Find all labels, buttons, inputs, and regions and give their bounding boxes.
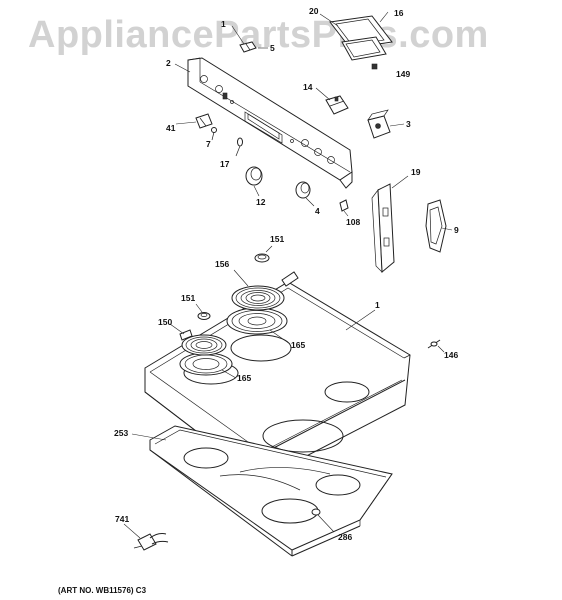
callout-1-top: 1	[221, 19, 226, 29]
callout-146: 146	[444, 350, 459, 360]
callout-16: 16	[394, 8, 404, 18]
callout-7: 7	[206, 139, 211, 149]
side-bracket-9	[425, 199, 453, 253]
callout-5: 5	[270, 43, 275, 53]
callout-741: 741	[115, 514, 130, 524]
callout-9: 9	[454, 225, 459, 235]
clip-part-41	[175, 113, 213, 129]
callout-156: 156	[215, 259, 230, 269]
callout-253: 253	[114, 428, 129, 438]
callout-20: 20	[309, 6, 319, 16]
surface-element-small	[169, 323, 233, 376]
screw-part-146	[427, 339, 445, 353]
callout-19: 19	[411, 167, 421, 177]
callout-17: 17	[220, 159, 230, 169]
callout-165-upper: 165	[291, 340, 306, 350]
trim-ring-151-top	[254, 245, 273, 263]
callout-151-top: 151	[270, 234, 285, 244]
bulb-part-17	[235, 137, 243, 157]
cooktop-drip-tray	[131, 425, 393, 557]
callout-14: 14	[303, 82, 313, 92]
callout-12: 12	[256, 197, 266, 207]
callout-41: 41	[166, 123, 176, 133]
clock-glass-assembly	[319, 11, 393, 70]
callout-1-cooktop: 1	[375, 300, 380, 310]
callout-2: 2	[166, 58, 171, 68]
spring-clip-108	[339, 199, 349, 217]
wire-harness-741	[123, 523, 169, 551]
callout-150: 150	[158, 317, 173, 327]
control-knob-12	[245, 166, 263, 197]
callout-4: 4	[315, 206, 320, 216]
surface-element-large	[226, 269, 299, 335]
control-panel	[187, 57, 353, 189]
callout-149: 149	[396, 69, 411, 79]
callout-165-lower: 165	[237, 373, 252, 383]
callout-3: 3	[406, 119, 411, 129]
control-knob-4	[295, 181, 315, 207]
watermark: AppliancePartsPros.com	[28, 14, 489, 56]
side-bracket-19	[371, 175, 409, 274]
switch-part	[315, 87, 349, 115]
art-number: (ART NO. WB11576) C3	[58, 586, 147, 595]
trim-ring-151-left	[195, 303, 211, 320]
callout-151-left: 151	[181, 293, 196, 303]
panel-bracket-part	[231, 25, 257, 53]
screw-part-7	[211, 127, 217, 141]
relay-part	[367, 109, 405, 139]
callout-286: 286	[338, 532, 353, 542]
callout-108: 108	[346, 217, 361, 227]
terminal-block-286	[311, 508, 335, 533]
cooktop-main-top	[144, 281, 411, 481]
